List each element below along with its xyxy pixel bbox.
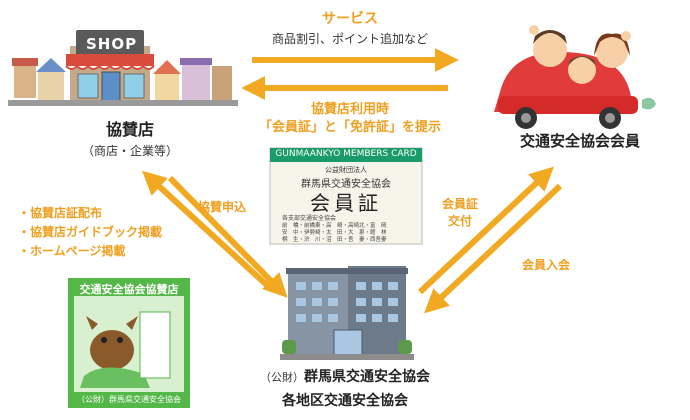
card-org: 群馬県交通安全協会	[301, 179, 391, 190]
sticker-title: 交通安全協会協賛店	[79, 283, 179, 296]
street	[8, 100, 238, 106]
service-title: サービス	[322, 11, 378, 27]
bg-house-right	[155, 72, 179, 100]
benefit-item: ・協賛店証配布	[18, 206, 103, 220]
member-card	[269, 147, 423, 245]
association-line2: 各地区交通安全協会	[282, 393, 408, 409]
shop-title: 協賛店	[105, 120, 154, 139]
father-face	[533, 33, 567, 67]
association-line1: 群馬県交通安全協会	[304, 369, 430, 385]
usage-line2: 「会員証」と「免許証」を提示	[258, 120, 441, 135]
usage-line1: 協賛店利用時	[310, 102, 389, 117]
benefit-item: ・ホームページ掲載	[18, 244, 126, 258]
card-members-title: 各支部交通安全協会	[282, 215, 337, 222]
service-detail: 商品割引、ポイント追加など	[271, 32, 428, 46]
benefit-item: ・協賛店ガイドブック掲載	[18, 225, 163, 239]
building-entrance	[333, 329, 363, 357]
shop-subtitle: （商店・企業等）	[81, 144, 178, 158]
join-arrow	[424, 183, 563, 314]
issue-line2: 交付	[447, 214, 472, 228]
issue-line1: 会員証	[441, 197, 478, 211]
supporter-sticker	[68, 278, 190, 408]
card-row3: 桐 生・渋 川・沼 田・吾 妻・西吾妻	[282, 237, 387, 243]
benefit-list: ・協賛店証配布 ・協賛店ガイドブック掲載 ・ホームページ掲載	[18, 204, 162, 261]
shop-illustration	[8, 30, 238, 106]
card-header: GUNMAANKYO MEMBERS CARD	[275, 149, 417, 159]
association-prefix: （公財）	[260, 371, 304, 384]
card-row1: 前 橋・前橋東・高 崎・高崎北・富 岡	[282, 223, 387, 229]
mascot-body	[90, 330, 134, 370]
bg-house-left	[14, 62, 36, 98]
member-title: 交通安全協会会員	[519, 132, 640, 150]
family-car-illustration	[494, 25, 656, 129]
bg-house-right2	[182, 62, 210, 100]
shop-benefit-arrow	[167, 175, 288, 298]
shop-awning	[66, 54, 154, 66]
card-main: 会員証	[310, 191, 382, 215]
bg-house-left2	[38, 70, 64, 100]
building-illustration	[280, 266, 414, 360]
sticker-footer: （公財）群馬県交通安全協会	[77, 395, 181, 404]
issue-arrow	[417, 166, 554, 295]
shop-door	[101, 71, 121, 105]
shop-sign-board	[76, 30, 144, 56]
apply-label: 協賛申込	[198, 200, 247, 214]
mother-face	[596, 36, 628, 68]
card-org-small: 公益財団法人	[325, 166, 367, 174]
apply-arrow	[142, 170, 273, 291]
card-row2: 安 中・伊勢崎・太 田・大 泉・館 林	[282, 230, 387, 236]
child-face	[568, 56, 596, 84]
join-label: 会員入会	[522, 258, 571, 272]
shop-sign-label: SHOP	[86, 35, 138, 53]
